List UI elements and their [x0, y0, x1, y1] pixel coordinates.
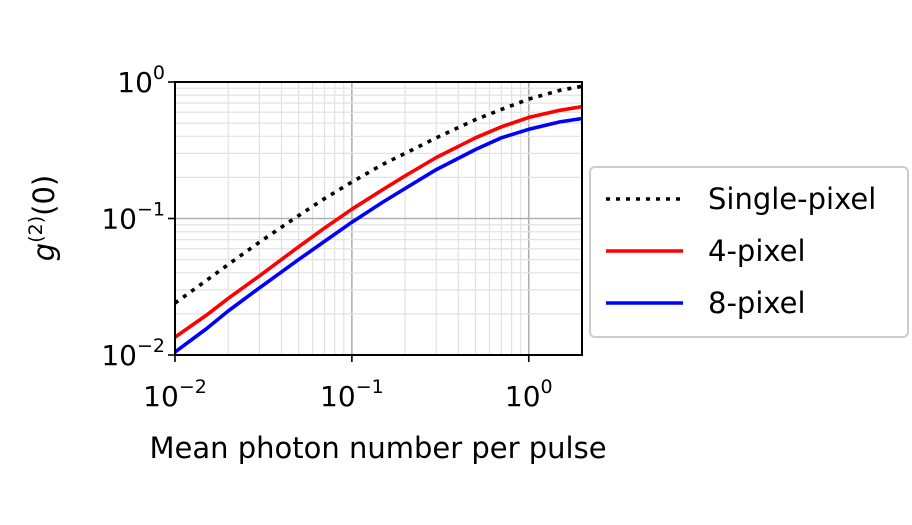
y-tick-label: 100	[117, 62, 165, 99]
legend-label-8-pixel: 8-pixel	[708, 286, 806, 320]
y-tick-label: 10−2	[101, 335, 165, 372]
y-axis-title-rest: (0)	[27, 175, 61, 216]
grid	[174, 81, 583, 356]
x-tick-label: 10−2	[143, 376, 207, 413]
axis-ticks: 10−2 10−1 100 10−2 10−1 100	[101, 62, 552, 413]
series-line-8-pixel	[173, 116, 583, 354]
x-tick-label: 10−1	[320, 376, 384, 413]
legend-label-4-pixel: 4-pixel	[708, 234, 806, 268]
y-axis-title: g(2)(0)	[25, 175, 61, 261]
y-axis-title-base: g	[27, 243, 61, 261]
y-axis-title-sup: (2)	[25, 216, 47, 243]
x-axis-title: Mean photon number per pulse	[149, 431, 606, 465]
series-line-4-pixel	[173, 104, 583, 339]
legend-label-single-pixel: Single-pixel	[708, 182, 876, 216]
legend-frame	[589, 166, 909, 338]
legend: Single-pixel 4-pixel 8-pixel	[589, 166, 909, 338]
x-tick-label: 100	[505, 376, 553, 413]
series-line-single-pixel	[173, 84, 583, 305]
y-tick-label: 10−1	[101, 199, 165, 236]
series-lines	[173, 84, 583, 354]
